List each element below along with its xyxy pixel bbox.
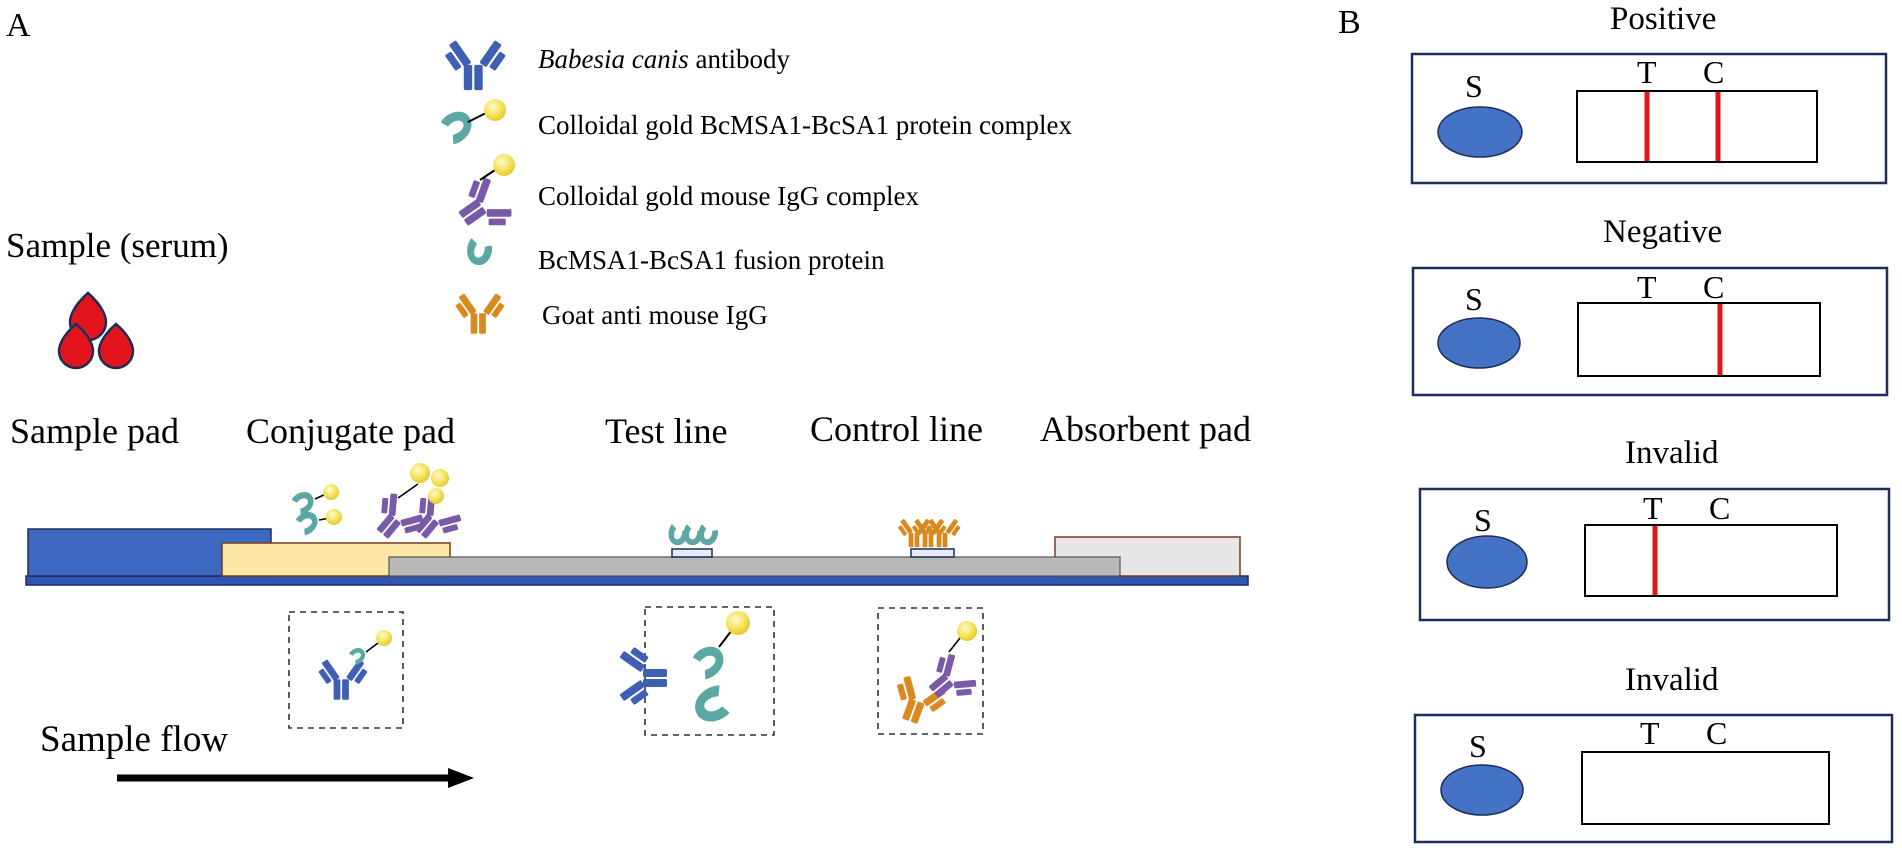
cassette-c-invalid-1: C — [1709, 490, 1731, 526]
cassette-s-invalid-2: S — [1469, 728, 1487, 764]
legend-antibody-species: Babesia canis — [538, 44, 689, 74]
legend-gold-igg-icon — [446, 154, 520, 246]
cassette-title-invalid-1: Invalid — [1625, 435, 1719, 471]
cassette-t-positive: T — [1637, 54, 1657, 90]
legend-fusion-protein-icon — [462, 237, 495, 269]
panel-b-label: B — [1338, 4, 1361, 41]
cassette-s-invalid-1: S — [1474, 502, 1492, 538]
cassette-positive — [1410, 52, 1888, 185]
legend-antibody-word: antibody — [688, 44, 790, 74]
cassette-t-negative: T — [1637, 269, 1657, 305]
sample-flow-label: Sample flow — [40, 719, 229, 760]
cassette-invalid-2 — [1413, 713, 1894, 844]
control-line-antibodies — [895, 518, 963, 548]
inset-box-test — [644, 606, 775, 736]
cassette-title-positive: Positive — [1610, 1, 1717, 37]
sample-flow-arrow — [117, 768, 474, 788]
nitrocellulose-membrane — [388, 556, 1121, 577]
cassette-s-negative: S — [1465, 281, 1483, 317]
legend-antibody-icon — [441, 40, 510, 91]
inset-box-control — [877, 607, 984, 735]
blood-drop-icons — [57, 291, 135, 370]
legend-antibody-label: Babesia canis antibody — [538, 46, 790, 73]
legend-gold-protein-label: Colloidal gold BcMSA1-BcSA1 protein comp… — [538, 110, 1072, 140]
legend-fusion-protein-label: BcMSA1-BcSA1 fusion protein — [538, 245, 885, 275]
conjugate-pad-reagents — [290, 463, 469, 553]
backing-card — [25, 575, 1249, 586]
legend-goat-igg-icon — [452, 293, 508, 334]
panel-a-label: A — [6, 7, 31, 44]
test-line-label: Test line — [605, 411, 728, 451]
inset-conjugate-complex — [315, 630, 392, 700]
sample-pad-label: Sample pad — [10, 411, 179, 451]
legend-gold-igg-label: Colloidal gold mouse IgG complex — [538, 181, 919, 211]
absorbent-pad-label: Absorbent pad — [1040, 409, 1251, 449]
test-line-pad — [671, 548, 713, 558]
inset-box-conjugate — [288, 611, 404, 729]
cassette-title-negative: Negative — [1603, 214, 1723, 250]
conjugate-pad-label: Conjugate pad — [246, 411, 455, 451]
legend-gold-protein-icon — [439, 99, 506, 146]
cassette-negative — [1411, 266, 1889, 397]
cassette-t-invalid-2: T — [1640, 715, 1660, 751]
cassette-c-positive: C — [1703, 54, 1725, 90]
cassette-invalid-1 — [1418, 487, 1891, 622]
cassette-t-invalid-1: T — [1643, 490, 1663, 526]
cassette-c-negative: C — [1703, 269, 1725, 305]
inset-test-complex — [619, 611, 750, 727]
cassette-title-invalid-2: Invalid — [1625, 662, 1719, 698]
cassette-s-positive: S — [1465, 68, 1483, 104]
test-strip — [25, 528, 1249, 586]
cassette-c-invalid-2: C — [1706, 715, 1728, 751]
sample-serum-label: Sample (serum) — [6, 226, 229, 265]
legend-goat-igg-label: Goat anti mouse IgG — [542, 300, 768, 330]
control-line-label: Control line — [810, 409, 983, 449]
test-line-proteins — [664, 523, 720, 548]
inset-control-complex — [883, 621, 984, 732]
control-line-pad — [910, 548, 955, 558]
